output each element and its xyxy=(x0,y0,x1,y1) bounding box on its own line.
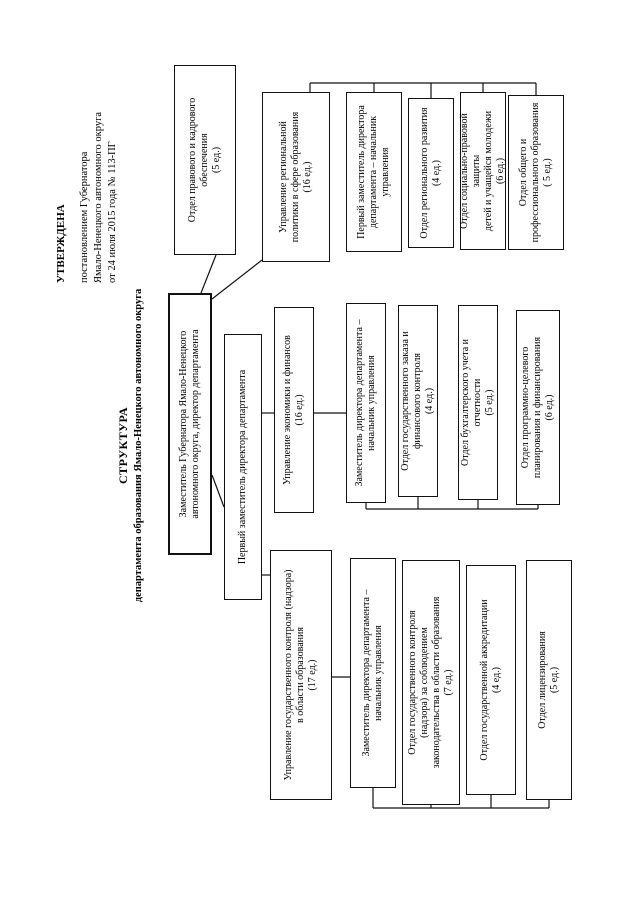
approval-stamp: УТВЕРЖДЕНА постановлением Губернатора Ям… xyxy=(54,19,120,283)
stamp-line: Ямало-Ненецкого автономного округа xyxy=(93,111,105,283)
org-box-accounting: Отдел бухгалтерского учета и отчетности … xyxy=(458,305,498,500)
org-box-regional-deputy: Первый заместитель директора департамент… xyxy=(346,92,402,252)
org-box-control-deputy: Заместитель директора департамента – нач… xyxy=(350,558,396,788)
org-box-regional-dev: Отдел регионального развития (4 ед.) xyxy=(408,98,454,248)
org-box-first-deputy: Первый заместитель директора департамент… xyxy=(224,334,262,600)
org-box-economics-mgmt: Управление экономики и финансов (16 ед.) xyxy=(274,307,314,513)
stamp-approved-label: УТВЕРЖДЕНА xyxy=(55,204,67,283)
org-box-general-professional: Отдел общего и профессионального образов… xyxy=(508,95,564,250)
org-box-program-planning: Отдел программно-целевого планирования и… xyxy=(516,310,560,505)
chart-title-block: СТРУКТУРА департамента образования Ямало… xyxy=(116,248,144,643)
connector-line xyxy=(200,254,217,294)
org-box-legal-dept: Отдел правового и кадрового обеспечения … xyxy=(174,65,236,255)
org-box-state-order: Отдел государственного заказа и финансов… xyxy=(398,305,438,497)
org-box-social-protection: Отдел социально-правовой защиты детей и … xyxy=(459,92,506,250)
chart-subtitle: департамента образования Ямало-Ненецкого… xyxy=(133,288,144,603)
org-box-licensing: Отдел лицензирования (5 ед.) xyxy=(526,560,572,800)
org-box-regional-mgmt: Управление региональной политики в сфере… xyxy=(262,92,330,262)
org-box-economics-deputy: Заместитель директора департамента – нач… xyxy=(346,303,386,503)
org-box-director: Заместитель Губернатора Ямало-Ненецкого … xyxy=(168,293,212,555)
connector-line xyxy=(211,474,225,508)
connector-line xyxy=(211,259,263,300)
org-box-accreditation: Отдел государственной аккредитации (4 ед… xyxy=(466,565,516,795)
org-box-control-supervision: Отдел государственного контроля (надзора… xyxy=(402,560,460,805)
org-box-control-mgmt: Управление государственного контроля (на… xyxy=(270,550,332,800)
stamp-line: от 24 июля 2015 года № 113-ПГ xyxy=(107,141,119,283)
chart-title: СТРУКТУРА xyxy=(116,407,130,484)
stamp-line: постановлением Губернатора xyxy=(78,151,90,283)
